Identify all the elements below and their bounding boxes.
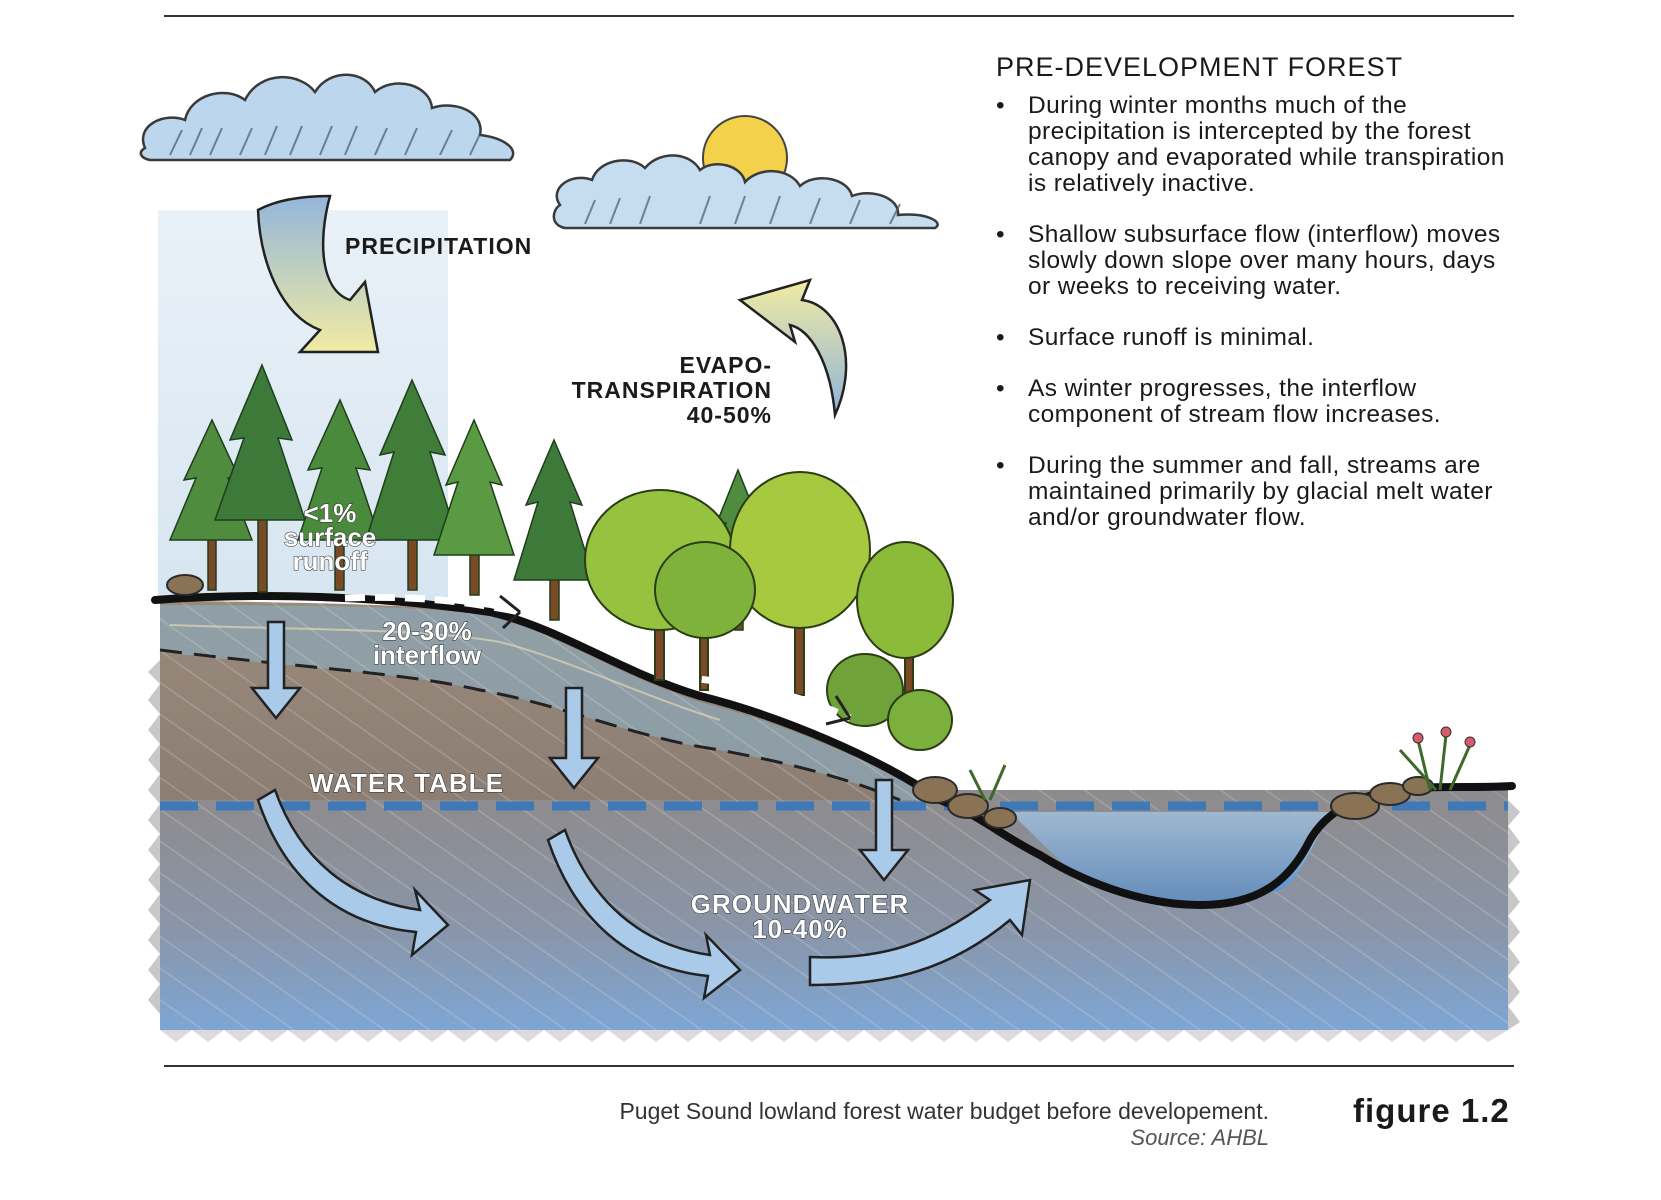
interflow-arrow-upper-outline [499,594,522,630]
label-interflow-text: interflow [373,640,482,670]
flowers [1412,726,1476,748]
bullet-text: Surface runoff is minimal. [1028,324,1315,351]
bottom-rule [164,1065,1514,1067]
bullet-item: • During winter months much of the precip… [996,93,1516,197]
label-evapo-2: TRANSPIRATION [572,377,772,403]
reeds [968,734,1472,801]
label-surface-1: <1% [304,498,357,528]
bottom-fringe [160,1030,1508,1042]
label-evapo-1: EVAPO- [680,352,772,378]
panel-heading: PRE-DEVELOPMENT FOREST [996,52,1404,82]
cloud-left-hatch [169,125,481,156]
interflow-arrow-lower [671,672,852,722]
bullet-dot: • [996,324,1005,351]
bullet-text: During the summer and fall, streams are … [1028,452,1493,531]
figure-caption: Puget Sound lowland forest water budget … [619,1098,1269,1124]
label-precipitation: PRECIPITATION [345,233,532,259]
figure-number: figure 1.2 [1353,1092,1510,1129]
label-surface-3: runoff [292,546,367,576]
precipitation-arrow [256,194,380,354]
infiltration-arrows [249,620,911,883]
label-water-table: WATER TABLE [309,768,504,798]
bullet-list: • During winter months much of the precip… [996,93,1516,531]
interflow-arrow-upper [344,593,521,616]
figure-source: Source: AHBL [1130,1125,1269,1150]
bullet-item: • Surface runoff is minimal. [996,325,1516,351]
bullet-text: Shallow subsurface flow (interflow) move… [1028,221,1501,300]
interflow-arrow-lower-outline [825,695,852,726]
label-surface-2: surface [284,522,377,552]
bullet-dot: • [996,92,1005,119]
cloud-right-hatch [584,195,901,225]
label-evapo-pct: 40-50% [687,402,772,428]
label-groundwater: GROUNDWATER [691,889,910,919]
right-fringe [1508,800,1520,1030]
bank-rocks [166,574,1434,829]
label-interflow: 20-30% interflow [372,616,482,671]
bullet-text: During winter months much of the precipi… [1028,92,1505,197]
top-rule [164,15,1514,17]
deciduous-trees [584,471,954,751]
bullet-dot: • [996,452,1005,479]
bullet-dot: • [996,221,1005,248]
description-panel: PRE-DEVELOPMENT FOREST • During winter mo… [996,52,1516,556]
cloud-left [139,73,515,162]
bullet-dot: • [996,375,1005,402]
label-surface-runoff: <1% surface runoff [283,498,377,577]
label-interflow-pct: 20-30% [382,616,472,646]
bullet-item: • Shallow subsurface flow (interflow) mov… [996,222,1516,300]
groundwater-arrows [256,788,1032,1001]
bullet-item: • During the summer and fall, streams are… [996,453,1516,531]
cloud-right [552,154,939,230]
evapotranspiration-arrow [737,278,848,420]
label-groundwater-pct: 10-40% [752,914,848,944]
bullet-item: • As winter progresses, the interflow com… [996,376,1516,428]
bullet-text: As winter progresses, the interflow comp… [1028,375,1441,428]
left-fringe [148,660,160,1014]
